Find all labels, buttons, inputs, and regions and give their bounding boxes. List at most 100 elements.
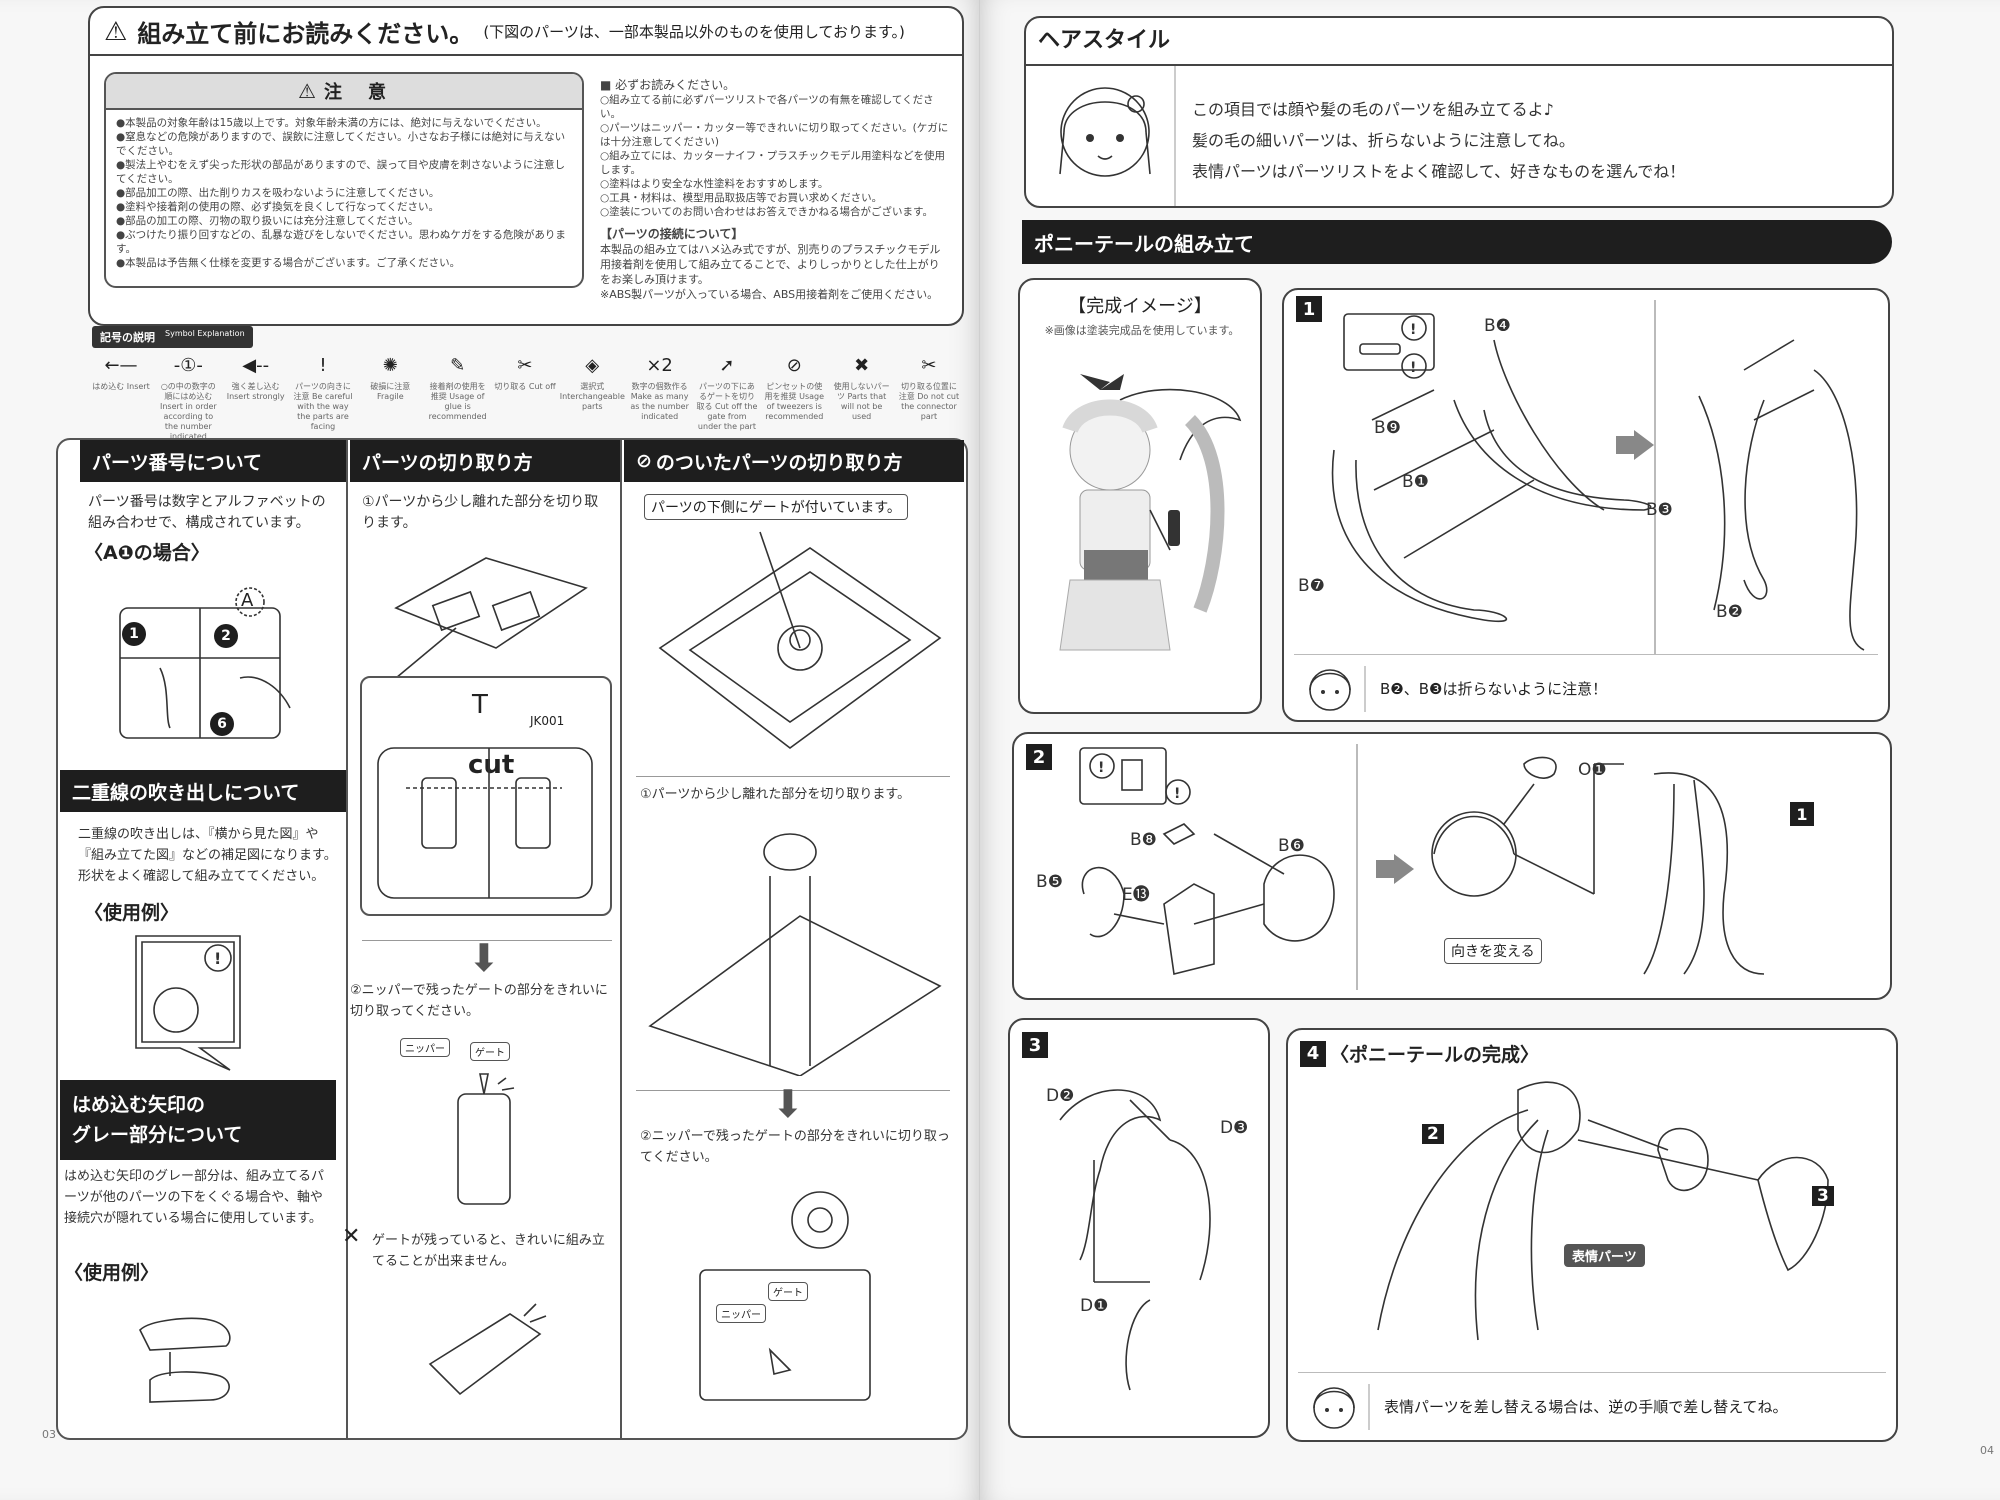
symbol-label: 切り取る位置に注意 Do not cut the connector part bbox=[898, 382, 960, 421]
hairstyle-text: この項目では顔や髪の毛のパーツを組み立てるよ♪髪の毛の細いパーツは、折らないよう… bbox=[1192, 94, 1872, 187]
gated-part-title: のついたパーツの切り取り方 bbox=[655, 451, 903, 474]
speech-bubble-header: 二重線の吹き出しについて bbox=[60, 770, 346, 812]
symbol-icon: ✂ bbox=[517, 354, 533, 376]
symbol-item: ✎接着剤の使用を推奨 Usage of glue is recommended bbox=[427, 352, 489, 442]
list-item: ○塗装についてのお問い合わせはお答えできかねる場合がございます。 bbox=[600, 206, 933, 218]
speech-bubble-diagram: ! bbox=[135, 935, 241, 1071]
symbol-item: ➚パーツの下にあるゲートを切り取る Cut off the gate from … bbox=[696, 352, 758, 442]
page-number-right: 04 bbox=[1980, 1444, 1994, 1457]
list-item: 髪の毛の細いパーツは、折らないように注意してね。 bbox=[1192, 131, 1575, 150]
symbol-item: ✂切り取る Cut off bbox=[494, 352, 556, 442]
column-divider bbox=[346, 440, 348, 1438]
list-item: ○パーツはニッパー・カッター等できれいに切り取ってください。(ケガには十分注意し… bbox=[600, 122, 949, 148]
part-b4: B❹ bbox=[1484, 316, 1511, 336]
divider bbox=[1356, 744, 1358, 990]
caution-box: ⚠ 注 意 ●本製品の対象年齢は15歳以上です。対象年齢未満の方には、絶対に与え… bbox=[104, 72, 584, 288]
step-4-title: 〈ポニーテールの完成〉 bbox=[1330, 1044, 1540, 1066]
part-b9: B❾ bbox=[1374, 418, 1401, 438]
symbol-icon: ◈ bbox=[585, 354, 600, 376]
warning-icon: ⚠ bbox=[298, 79, 316, 103]
left-page: ⚠ 組み立て前にお読みください。 (下図のパーツは、一部本製品以外のものを使用し… bbox=[0, 0, 980, 1500]
divider bbox=[1368, 1384, 1370, 1430]
divider bbox=[362, 940, 612, 941]
list-item: ○組み立てには、カッターナイフ・プラスチックモデル用塗料などを使用します。 bbox=[600, 150, 945, 176]
symbol-label: ピンセットの使用を推奨 Usage of tweezers is recomme… bbox=[764, 382, 825, 421]
step-4-note: 表情パーツを差し替える場合は、逆の手順で差し替えてね。 bbox=[1384, 1398, 1788, 1416]
hairstyle-title: ヘアスタイル bbox=[1038, 28, 1171, 53]
down-arrow-icon: ⬇ bbox=[772, 1082, 804, 1126]
speech-bubble-text: 二重線の吹き出しは、『横から見た図』や『組み立てた図』などの補足図になります。形… bbox=[78, 827, 337, 884]
symbol-label: 破損に注意 Fragile bbox=[370, 382, 411, 401]
symbol-icon: ⊘ bbox=[786, 354, 802, 376]
part-number-example: 〈A❶の場合〉 bbox=[84, 542, 210, 564]
face-parts-tag: 表情パーツ bbox=[1564, 1244, 1645, 1267]
symbol-label: はめ込む Insert bbox=[92, 382, 150, 391]
symbol-label: 強く差し込む Insert strongly bbox=[226, 382, 285, 401]
close-icon: ✕ bbox=[342, 1224, 361, 1249]
step-2-diagram: ! ! bbox=[1079, 747, 1765, 975]
cutting-step-1: ①パーツから少し離れた部分を切り取ります。 bbox=[362, 494, 599, 531]
list-item: ●窒息などの危険がありますので、誤飲に注意してください。小さなお子様には絶対に与… bbox=[116, 131, 566, 157]
part-d2: D❷ bbox=[1046, 1086, 1075, 1106]
cutting-method-header: パーツの切り取り方 bbox=[350, 440, 620, 482]
connect-title: 【パーツの接続について】 bbox=[600, 227, 744, 241]
cut-detail-drawing bbox=[377, 747, 593, 899]
gated-step-2: ②ニッパーで残ったゲートの部分をきれいに切り取ってください。 bbox=[640, 1129, 950, 1165]
gated-gate-drawing bbox=[699, 1191, 871, 1401]
symbol-label: 数字の個数作る Make as many as the number indic… bbox=[630, 382, 689, 421]
symbol-item: ✺破損に注意 Fragile bbox=[359, 352, 421, 442]
runner-diagram bbox=[394, 557, 588, 678]
gated-part-header: ⊘ のついたパーツの切り取り方 bbox=[624, 440, 964, 482]
part-e13: E⓭ bbox=[1122, 885, 1150, 905]
svg-text:!: ! bbox=[1410, 322, 1416, 338]
precaution-panel: ⚠ 組み立て前にお読みください。 (下図のパーツは、一部本製品以外のものを使用し… bbox=[88, 6, 964, 326]
gated-cut-drawing bbox=[648, 833, 942, 1076]
gate-icon: ⊘ bbox=[636, 450, 652, 472]
step-4-ref-3: 3 bbox=[1812, 1186, 1834, 1206]
symbol-label: 選択式 Interchangeable parts bbox=[559, 382, 625, 411]
svg-text:!: ! bbox=[214, 949, 221, 968]
gated-part-note: パーツの下側にゲートが付いています。 bbox=[644, 494, 908, 520]
connect-note: ※ABS製パーツが入っている場合、ABS用接着剤をご使用ください。 bbox=[600, 288, 939, 301]
step-1-note: B❷、B❸は折らないように注意！ bbox=[1380, 680, 1608, 698]
complete-image-note: ※画像は塗装完成品を使用しています。 bbox=[1044, 324, 1240, 337]
divider bbox=[1294, 654, 1878, 655]
list-item: ●本製品は予告無く仕様を変更する場合がございます。ご了承ください。 bbox=[116, 257, 461, 269]
symbol-subtitle: Symbol Explanation bbox=[165, 329, 245, 338]
list-item: ○工具・材料は、模型用品取扱店等でお買い求めください。 bbox=[600, 192, 883, 204]
symbol-title: 記号の説明 bbox=[100, 331, 155, 344]
step-2-number: 2 bbox=[1026, 744, 1052, 770]
step-3-box: 3 D❷ D❸ D❶ bbox=[1008, 1018, 1270, 1438]
svg-text:!: ! bbox=[1174, 786, 1180, 802]
symbol-section: 記号の説明 Symbol Explanation ←—はめ込む Insert-①… bbox=[80, 312, 965, 441]
caution-title: 注 意 bbox=[323, 82, 390, 103]
page-number-left: 03 bbox=[42, 1428, 56, 1441]
down-arrow-icon: ⬇ bbox=[468, 936, 500, 980]
caution-list: ●本製品の対象年齢は15歳以上です。対象年齢未満の方には、絶対に与えないでくださ… bbox=[106, 110, 582, 276]
step-1-box: 1 ! ! B❹ B❾ B❶ B❼ B❸ B❷ bbox=[1282, 288, 1890, 722]
read-list: ○組み立てる前に必ずパーツリストで各パーツの有無を確認してください。○パーツはニ… bbox=[600, 93, 950, 219]
list-item: ●部品加工の際、出た削りカスを吸わないように注意してください。 bbox=[116, 187, 440, 199]
part-b3: B❸ bbox=[1646, 500, 1673, 520]
step-4-header: 4 〈ポニーテールの完成〉 bbox=[1300, 1040, 1539, 1067]
svg-text:!: ! bbox=[1410, 360, 1416, 376]
gated-step-1: ①パーツから少し離れた部分を切り取ります。 bbox=[640, 787, 911, 802]
divider bbox=[90, 54, 962, 56]
usage-example-label: 〈使用例〉 bbox=[84, 902, 180, 924]
part-number-header: パーツ番号について bbox=[80, 440, 346, 482]
part-number-2: 2 bbox=[214, 624, 238, 648]
step-1-diagram: ! ! bbox=[1331, 313, 1865, 651]
symbol-item: -①-○の中の数字の順にはめ込む Insert in order accordi… bbox=[157, 352, 219, 442]
gray-arrow-title-1: はめ込む矢印の bbox=[72, 1094, 206, 1116]
symbol-icon: ◀-- bbox=[242, 354, 270, 376]
turn-around-tag: 向きを変える bbox=[1444, 938, 1542, 964]
gray-arrow-title-2: グレー部分について bbox=[72, 1124, 243, 1146]
symbol-icon: ➚ bbox=[719, 354, 735, 376]
phone-gate-drawing bbox=[428, 1303, 547, 1396]
step-4-number: 4 bbox=[1300, 1040, 1326, 1067]
complete-image-title: 【完成イメージ】 bbox=[1068, 296, 1212, 317]
symbol-item: ←—はめ込む Insert bbox=[90, 352, 152, 442]
gated-gate-tag: ゲート bbox=[768, 1282, 808, 1301]
part-b2: B❷ bbox=[1716, 602, 1743, 622]
symbol-icon: -①- bbox=[173, 354, 203, 376]
